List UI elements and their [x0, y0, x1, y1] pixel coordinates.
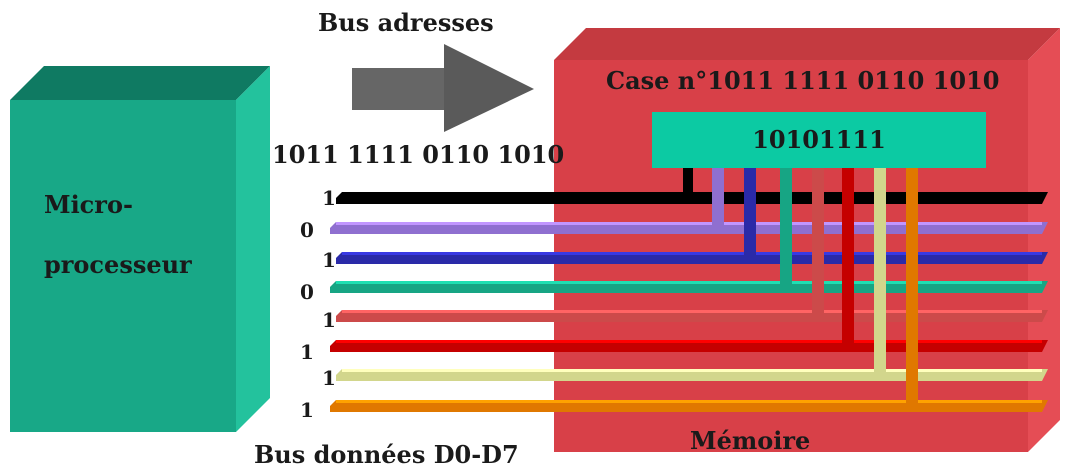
address-bus-arrow [352, 44, 534, 132]
micro-top-face [10, 66, 270, 100]
bus-bit-label: 1 [322, 248, 336, 272]
data-bus-line-highlight [336, 400, 1042, 403]
bus-bit-label: 1 [322, 186, 336, 210]
memory-side-face [1028, 28, 1060, 452]
data-bus-line-highlight [336, 222, 1042, 225]
data-bus-line-highlight [342, 252, 1042, 255]
data-bus-connector [906, 168, 918, 412]
bus-bit-label: 1 [322, 308, 336, 332]
data-bus-connectors [683, 168, 918, 412]
bus-bit-label: 0 [300, 218, 314, 242]
micro-front-face [10, 100, 236, 432]
bus-bit-label: 1 [300, 398, 314, 422]
microprocessor-block [10, 66, 270, 432]
data-bus-line-highlight [342, 369, 1042, 372]
arrow-head [444, 44, 534, 132]
address-bus-title: Bus adresses [318, 8, 494, 37]
data-bus-connector [812, 168, 824, 322]
memory-cell-box [652, 112, 986, 168]
arrow-shaft [352, 68, 444, 110]
microprocessor-label-line1: Micro- [44, 190, 133, 219]
data-bus-connector [842, 168, 854, 352]
data-bus-connector [712, 168, 724, 234]
micro-side-face [236, 66, 270, 432]
bus-bit-label: 0 [300, 280, 314, 304]
bus-bit-label: 1 [300, 340, 314, 364]
data-bus-line-highlight [336, 281, 1042, 284]
memory-top-face [554, 28, 1060, 60]
data-bus-line-highlight [342, 310, 1042, 313]
memory-cell-value: 10101111 [752, 125, 886, 154]
microprocessor-label-line2: processeur [44, 250, 192, 279]
data-bus-connector [683, 168, 693, 204]
data-bus-connector [744, 168, 756, 264]
address-value: 1011 1111 0110 1010 [272, 140, 565, 169]
memory-cell-title: Case n°1011 1111 0110 1010 [606, 66, 1000, 95]
data-bus-connector [874, 168, 886, 381]
memory-label: Mémoire [690, 426, 811, 455]
bus-bit-label: 1 [322, 366, 336, 390]
data-bus-connector [780, 168, 792, 293]
data-bus-line-highlight [336, 340, 1042, 343]
data-bus-title: Bus données D0-D7 [254, 440, 519, 469]
